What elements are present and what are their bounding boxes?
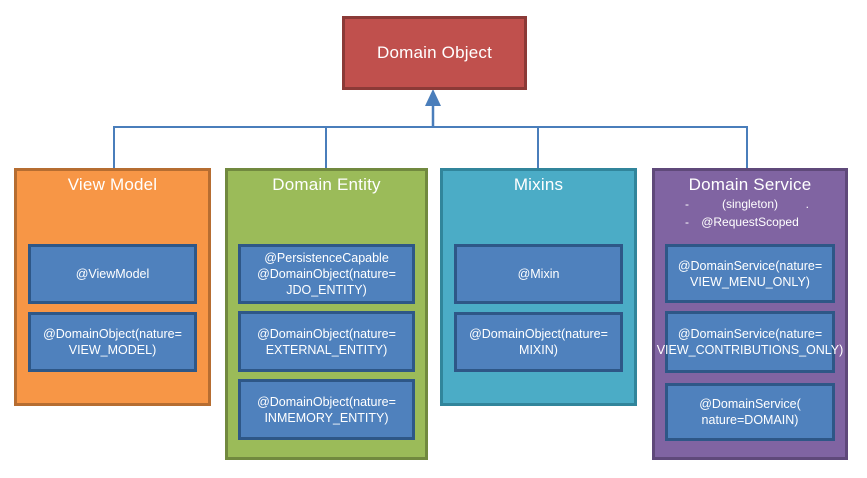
annotation-line: @ViewModel	[75, 267, 150, 281]
annotation-line: nature=DOMAIN)	[701, 413, 799, 427]
annotation-inmemory-entity: @DomainObject(nature= INMEMORY_ENTITY)	[238, 379, 415, 440]
annotation-domainobject-view-model: @DomainObject(nature= VIEW_MODEL)	[28, 312, 197, 372]
annotation-line: @DomainService(nature=	[677, 258, 823, 273]
annotation-line: @DomainObject(nature=	[469, 327, 608, 341]
bullet-dash: -	[685, 215, 689, 229]
annotation-line: @DomainObject(nature=	[43, 327, 182, 341]
note-singleton: - (singleton) .	[655, 197, 845, 214]
note-suffix: .	[805, 197, 809, 211]
annotation-line: MIXIN)	[519, 343, 558, 357]
annotation-line: VIEW_CONTRIBUTIONS_ONLY)	[656, 343, 844, 357]
group-title-domain-service: Domain Service	[688, 175, 812, 194]
group-view-model: View Model @ViewModel @DomainObject(natu…	[14, 168, 211, 406]
annotation-line: @Mixin	[517, 267, 560, 281]
group-title-view-model: View Model	[67, 175, 158, 194]
annotation-line: @DomainObject(nature=	[257, 326, 396, 341]
annotation-line: INMEMORY_ENTITY)	[264, 410, 389, 425]
annotation-line: EXTERNAL_ENTITY)	[265, 342, 388, 357]
annotation-view-contributions-only: @DomainService(nature= VIEW_CONTRIBUTION…	[657, 311, 843, 373]
annotation-mixin: @Mixin	[454, 244, 623, 304]
annotation-line: @DomainService(nature=	[677, 327, 823, 341]
note-requestscoped: - @RequestScoped	[655, 215, 845, 232]
group-title-mixins: Mixins	[513, 175, 564, 194]
annotation-line: @DomainService(	[699, 397, 801, 411]
annotation-external-entity: @DomainObject(nature= EXTERNAL_ENTITY)	[238, 311, 415, 372]
annotation-line: @DomainObject(nature=	[257, 267, 396, 281]
domain-object-label: Domain Object	[376, 43, 493, 62]
arrowhead-icon	[425, 89, 441, 106]
note-text: @RequestScoped	[701, 215, 799, 229]
tree-connector-line	[113, 126, 748, 168]
domain-object-box: Domain Object	[342, 16, 527, 90]
annotation-domain: @DomainService( nature=DOMAIN)	[665, 383, 835, 441]
annotation-view-menu-only: @DomainService(nature= VIEW_MENU_ONLY)	[665, 244, 835, 303]
annotation-line: @PersistenceCapable	[264, 251, 389, 265]
bullet-dash: -	[685, 197, 689, 211]
group-title-domain-entity: Domain Entity	[272, 175, 381, 194]
annotation-jdo-entity: @PersistenceCapable @DomainObject(nature…	[238, 244, 415, 304]
annotation-line: VIEW_MENU_ONLY)	[690, 274, 810, 289]
group-mixins: Mixins @Mixin @DomainObject(nature= MIXI…	[440, 168, 637, 406]
annotation-line: JDO_ENTITY)	[286, 283, 367, 297]
group-domain-service: Domain Service - (singleton) . - @Reques…	[652, 168, 848, 460]
annotation-viewmodel: @ViewModel	[28, 244, 197, 304]
group-domain-entity: Domain Entity @PersistenceCapable @Domai…	[225, 168, 428, 460]
annotation-domainobject-mixin: @DomainObject(nature= MIXIN)	[454, 312, 623, 372]
annotation-line: VIEW_MODEL)	[68, 343, 157, 357]
note-text: (singleton)	[721, 197, 779, 211]
annotation-line: @DomainObject(nature=	[257, 394, 396, 409]
